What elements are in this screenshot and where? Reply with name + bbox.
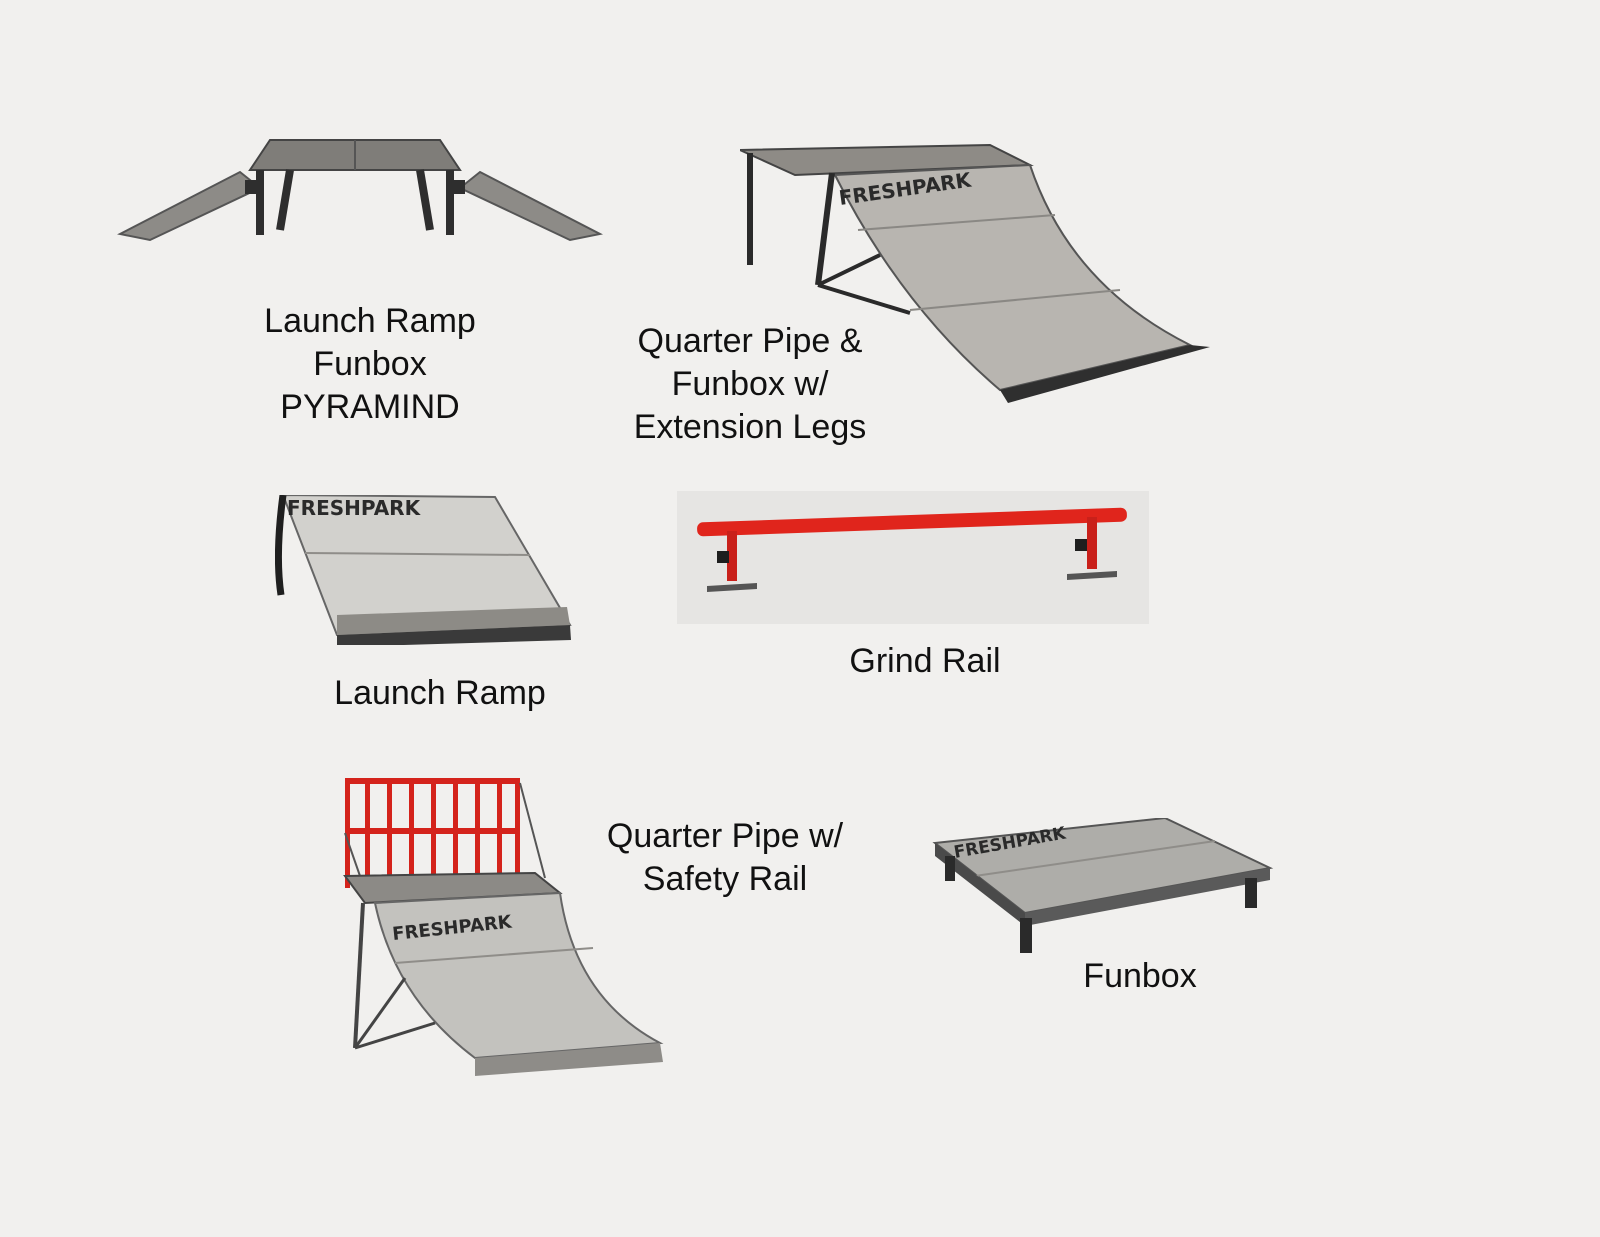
caption-line: Quarter Pipe w/ [606, 817, 844, 855]
caption-line: Funbox w/ [671, 365, 829, 403]
caption-line: Funbox [313, 345, 427, 383]
pyramid-funbox-image [117, 139, 603, 242]
quarter-pipe-safety-rail-image: FRESHPARK [343, 778, 664, 1076]
quarter-safety-caption: Quarter Pipe w/ Safety Rail [580, 815, 870, 901]
caption-line: Launch Ramp [334, 674, 546, 712]
caption-line: Extension Legs [633, 408, 867, 446]
grind-rail-caption: Grind Rail [800, 640, 1050, 683]
launch-ramp-image: FRESHPARK [275, 495, 572, 645]
caption-line: Quarter Pipe & [637, 322, 863, 360]
caption-line: Funbox [1083, 957, 1197, 995]
funbox-caption: Funbox [1040, 955, 1240, 998]
quarter-funbox-caption: Quarter Pipe & Funbox w/ Extension Legs [600, 320, 900, 449]
quarter-pipe-funbox-image: FRESHPARK [740, 143, 1210, 403]
grind-rail-image [697, 507, 1127, 592]
brand-text: FRESHPARK [287, 496, 422, 520]
caption-line: Launch Ramp [264, 302, 476, 340]
caption-line: Safety Rail [642, 860, 808, 898]
launch-ramp-caption: Launch Ramp [300, 672, 580, 715]
pyramid-caption: Launch Ramp Funbox PYRAMIND [230, 300, 510, 429]
funbox-image: FRESHPARK [932, 818, 1274, 953]
caption-line: Grind Rail [849, 642, 1001, 680]
caption-line: PYRAMIND [280, 388, 460, 426]
